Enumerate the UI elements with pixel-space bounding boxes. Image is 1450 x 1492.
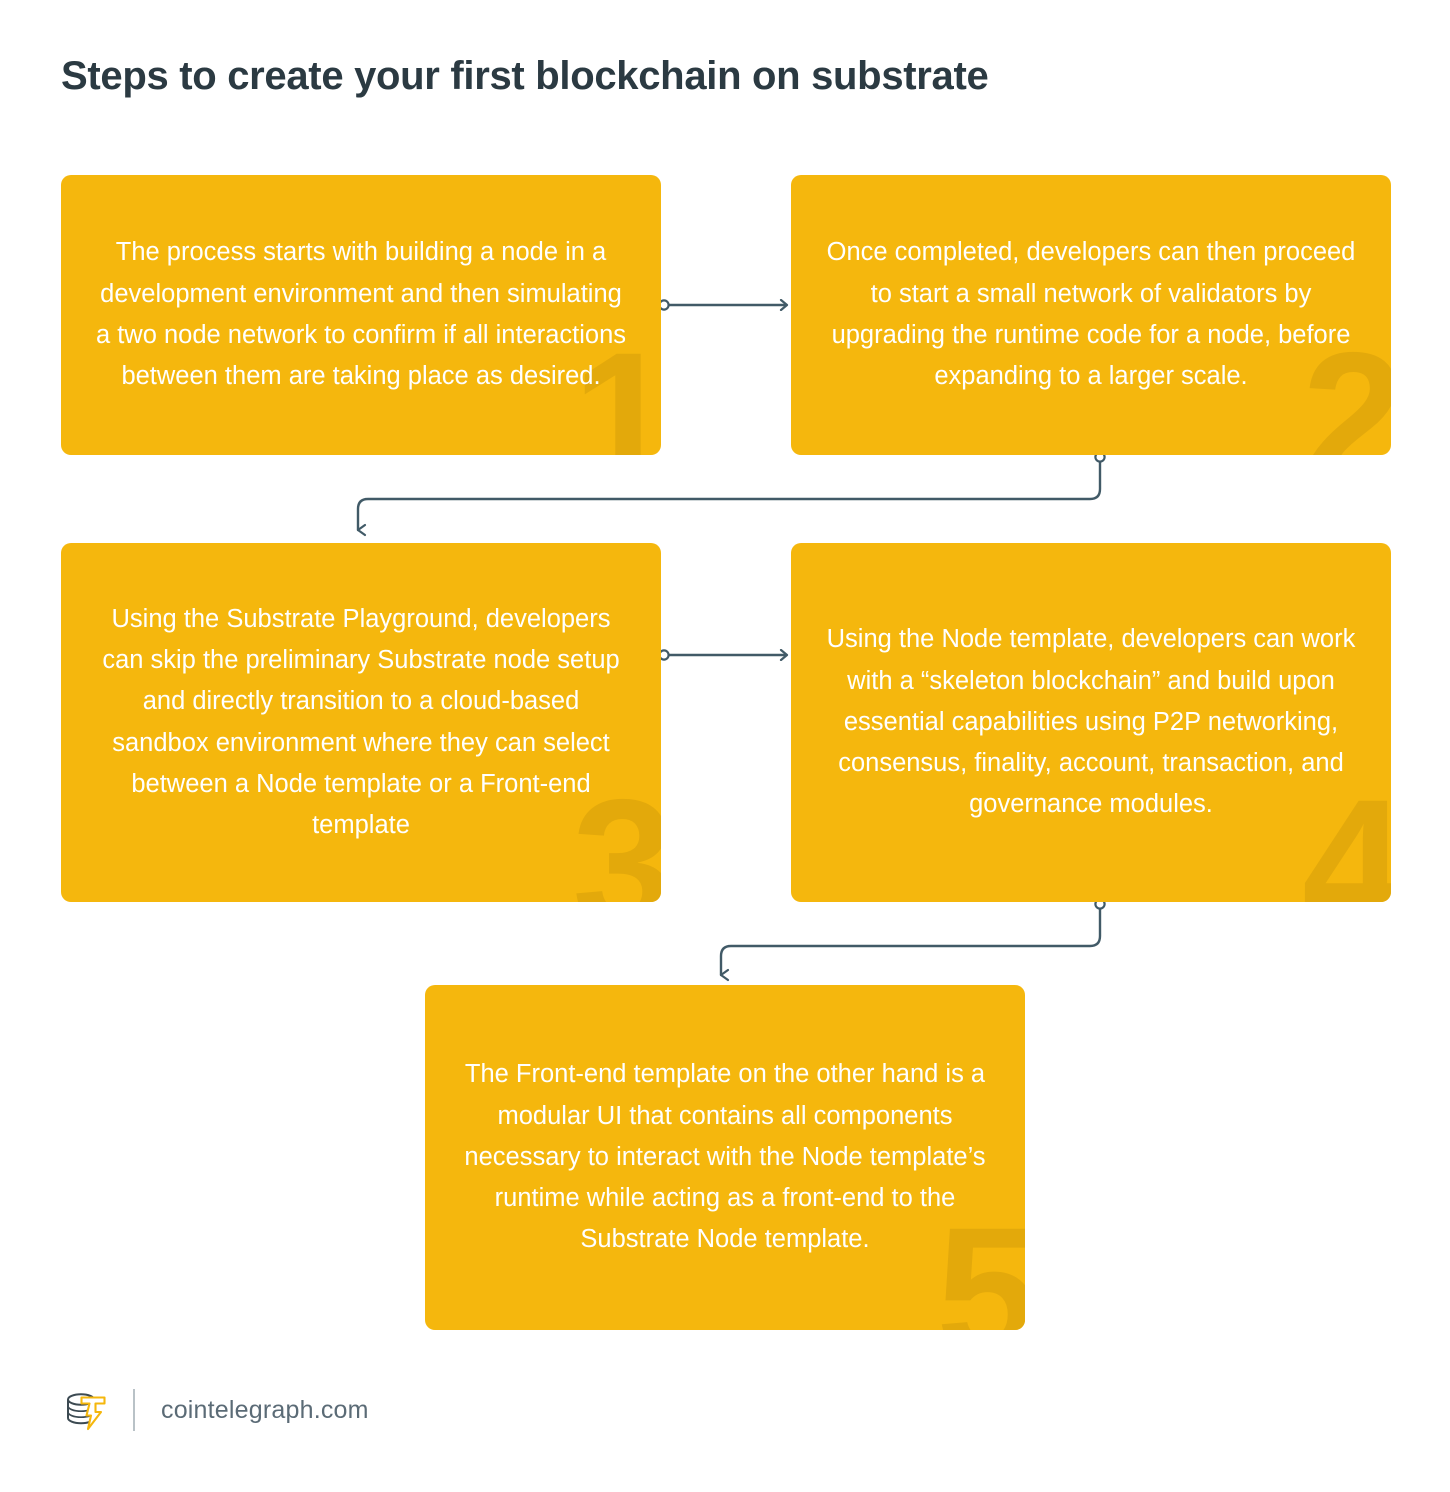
step-box-5: 5 The Front-end template on the other ha…: [425, 985, 1025, 1330]
step-text-3: Using the Substrate Playground, develope…: [102, 604, 620, 840]
step-number-watermark-5: 5: [936, 1190, 1025, 1331]
step-box-2: 2 Once completed, developers can then pr…: [791, 175, 1391, 455]
step-box-1: 1 The process starts with building a nod…: [61, 175, 661, 455]
step-text-5: The Front-end template on the other hand…: [464, 1060, 986, 1254]
step-text-4: Using the Node template, developers can …: [826, 625, 1356, 819]
footer: cointelegraph.com: [61, 1382, 369, 1438]
connector-step1-to-step2: [658, 300, 787, 309]
step-number-watermark-3: 3: [572, 762, 661, 903]
connector-step4-to-step5: [719, 898, 1106, 982]
connector-step2-to-step3: [356, 451, 1106, 537]
step-text-2: Once completed, developers can then proc…: [826, 238, 1356, 391]
step-number-watermark-4: 4: [1302, 762, 1391, 903]
step-text-1: The process starts with building a node …: [95, 238, 627, 391]
step-number-watermark-1: 1: [572, 315, 661, 456]
step-box-3: 3 Using the Substrate Playground, develo…: [61, 543, 661, 902]
footer-divider: [133, 1389, 135, 1431]
footer-site-label: cointelegraph.com: [161, 1395, 369, 1424]
cointelegraph-logo-icon: [67, 1393, 106, 1431]
connector-step3-to-step4: [658, 650, 787, 659]
step-number-watermark-2: 2: [1302, 315, 1391, 456]
step-box-4: 4 Using the Node template, developers ca…: [791, 543, 1391, 902]
page-title: Steps to create your first blockchain on…: [61, 54, 989, 98]
